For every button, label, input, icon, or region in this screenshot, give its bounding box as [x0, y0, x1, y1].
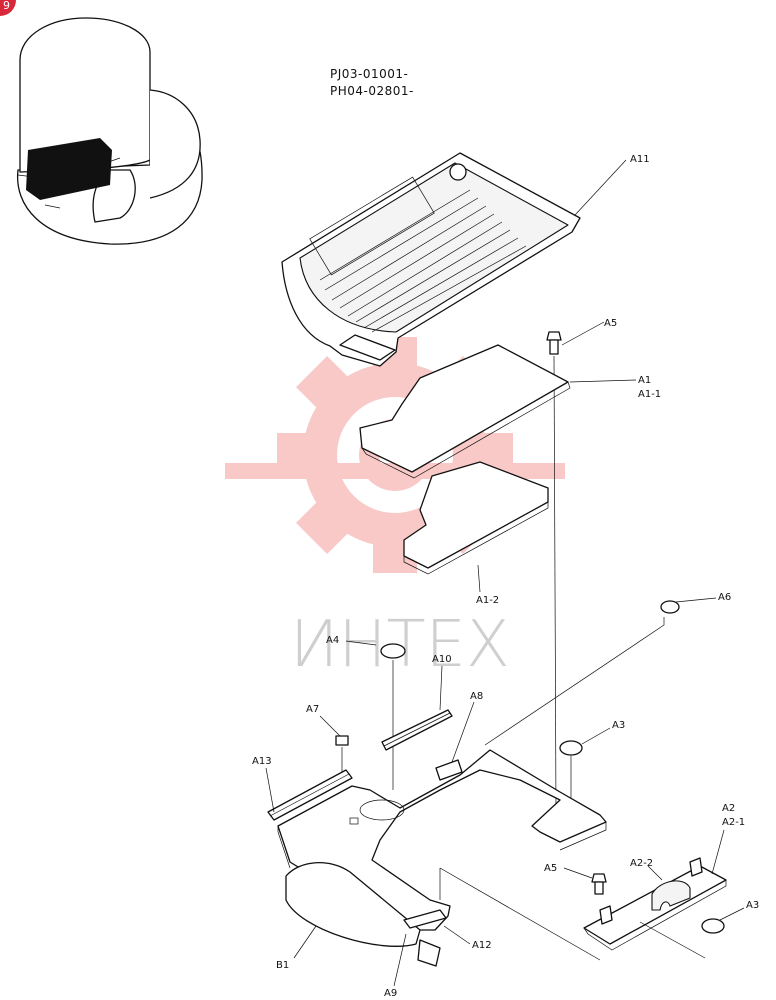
- label-a1: A1: [638, 375, 651, 386]
- part-a3-grommet-bottom: [701, 918, 725, 934]
- part-a4-plug: [380, 643, 406, 790]
- badge-text: 9: [3, 0, 10, 12]
- part-b1-cover: [285, 861, 421, 947]
- label-a2-2: A2-2: [630, 858, 653, 869]
- part-a11-grille-tray: [281, 152, 581, 367]
- label-b1: B1: [276, 960, 289, 971]
- label-a4: A4: [326, 635, 339, 646]
- label-a1-2: A1-2: [476, 595, 499, 606]
- label-a2-1: A2-1: [722, 817, 745, 828]
- part-a3-grommet-mid: [559, 740, 583, 812]
- part-a5-bolt-top: [546, 331, 562, 813]
- label-a6: A6: [718, 592, 731, 603]
- label-a10: A10: [432, 654, 452, 665]
- part-a10-rail: [381, 709, 453, 751]
- label-a13: A13: [252, 756, 272, 767]
- label-a5-top: A5: [604, 318, 617, 329]
- serial-number-1: PJ03-01001-: [330, 67, 408, 81]
- serial-number-2: PH04-02801-: [330, 84, 414, 98]
- label-a3-mid: A3: [612, 720, 625, 731]
- label-a11: A11: [630, 154, 650, 165]
- leader-lines: [265, 159, 745, 987]
- part-a12-bracket: [403, 909, 447, 967]
- part-a8-bracket: [435, 759, 463, 781]
- label-a5-bottom: A5: [544, 863, 557, 874]
- label-a7: A7: [306, 704, 319, 715]
- part-a13-rail: [267, 769, 353, 821]
- part-a1-2-pad: [403, 461, 549, 575]
- part-a6-plug: [484, 600, 680, 746]
- label-a2: A2: [722, 803, 735, 814]
- part-a5-bolt-bottom: [591, 873, 607, 895]
- corner-badge: 9: [0, 0, 16, 16]
- label-a1-1: A1-1: [638, 389, 661, 400]
- label-a9: A9: [384, 988, 397, 999]
- locator-inset: [16, 17, 203, 245]
- part-a1-plate: [359, 344, 571, 479]
- label-a3-bottom: A3: [746, 900, 759, 911]
- label-a8: A8: [470, 691, 483, 702]
- label-a12: A12: [472, 940, 492, 951]
- part-a2-assembly: [583, 857, 727, 959]
- assembly-guide-lines: [439, 867, 601, 961]
